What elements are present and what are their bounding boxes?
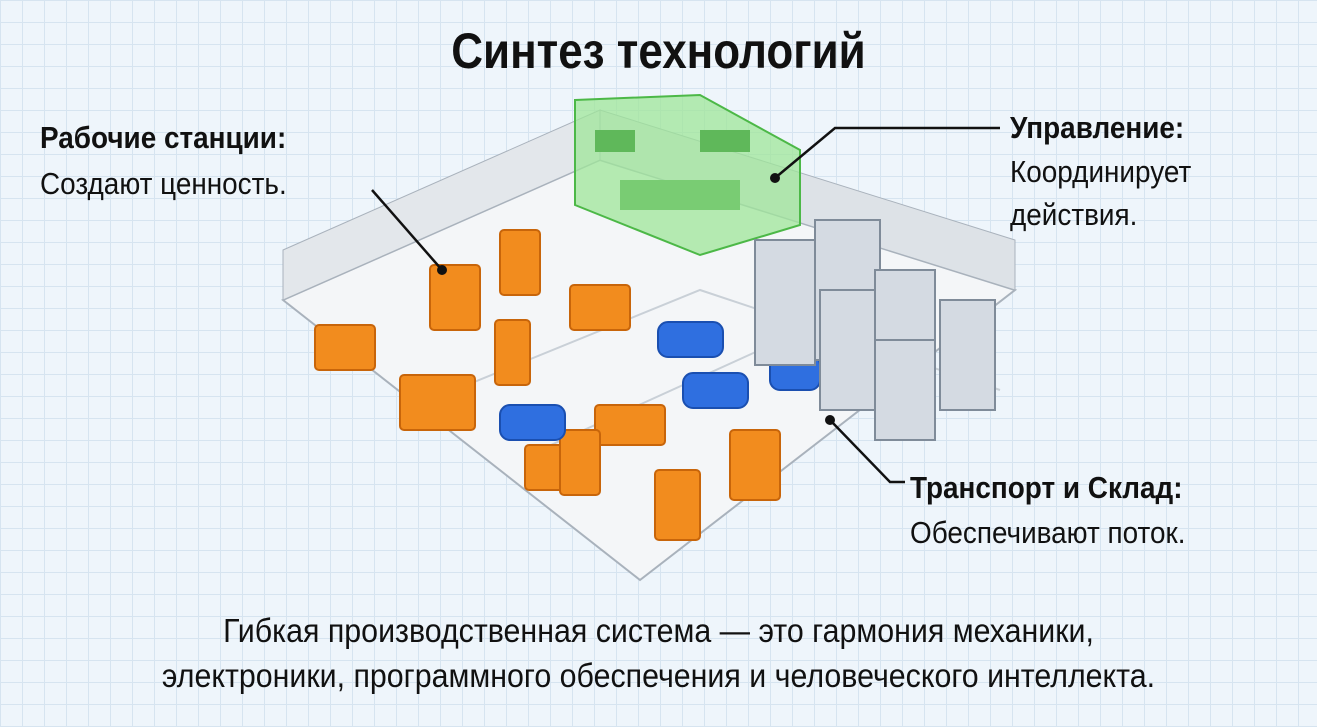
warehouse-shelves — [754, 219, 996, 441]
control-room — [574, 93, 801, 257]
workstation-machines — [314, 229, 781, 541]
transport-text: Обеспечивают поток. — [910, 515, 1186, 550]
leader-lines — [371, 126, 1000, 484]
control-line1: Координирует — [1010, 154, 1192, 189]
workstations-text: Создают ценность. — [40, 166, 287, 201]
page-title: Синтез технологий — [451, 23, 866, 79]
control-heading: Управление: — [1010, 110, 1185, 145]
control-line2: действия. — [1010, 197, 1138, 232]
caption-line-1: Гибкая производственная система — это га… — [223, 612, 1094, 649]
caption-line-2: электроники, программного обеспечения и … — [161, 657, 1156, 694]
transport-heading: Транспорт и Склад: — [910, 470, 1183, 505]
workstations-heading: Рабочие станции: — [40, 120, 287, 155]
